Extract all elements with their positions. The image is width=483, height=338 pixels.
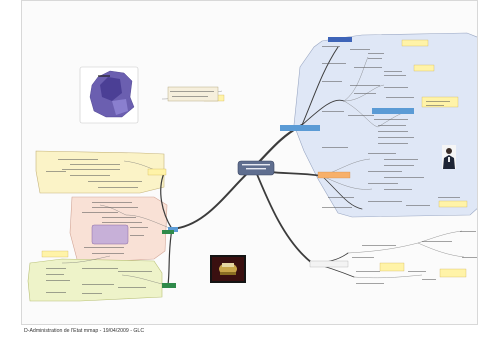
node-text-line: [46, 280, 70, 281]
node-text-line: [384, 189, 412, 190]
node-text-line: [386, 97, 414, 98]
node-text-line: [82, 268, 118, 269]
node-text-line: [354, 67, 382, 68]
node-text-line: [378, 137, 414, 138]
node-text-line: [422, 241, 452, 242]
node-text-line: [362, 245, 396, 246]
node-left-green: [162, 283, 176, 288]
node-text-line: [172, 96, 208, 97]
node-text-line: [92, 207, 138, 208]
node-text-line: [70, 164, 120, 165]
node-text-line: [102, 222, 142, 223]
node-text-line: [368, 153, 396, 154]
node-text-line: [130, 227, 148, 228]
node-text-line: [322, 46, 340, 47]
node-text-line: [88, 181, 142, 182]
node-text-line: [378, 125, 406, 126]
node-text-line: [82, 293, 102, 294]
node-text-line: [462, 257, 477, 258]
node-text-line: [322, 111, 344, 112]
node-text-line: [118, 271, 152, 272]
node-text-line: [426, 105, 444, 106]
node-text-line: [384, 75, 406, 76]
node-text-line: [406, 205, 430, 206]
node-text-line: [460, 231, 476, 232]
node-text-line: [426, 101, 450, 102]
france-regions-map-icon: [79, 66, 139, 124]
node-text-line: [378, 143, 408, 144]
node-text-line: [46, 171, 66, 172]
node-text-line: [408, 271, 426, 272]
node-text-line: [170, 91, 214, 92]
node-text-line: [368, 53, 384, 54]
node-text-line: [322, 207, 352, 208]
node-text-line: [322, 81, 342, 82]
official-portrait-icon: [442, 145, 456, 169]
node-text-line: [348, 115, 374, 116]
node-text-line: [58, 159, 98, 160]
left-top-panel: [35, 150, 165, 194]
node-text-line: [422, 279, 436, 280]
node-left-green-2: [162, 230, 174, 234]
node-text-line: [46, 268, 66, 269]
node-right-orange: [317, 171, 351, 179]
node-text-line: [98, 187, 138, 188]
node-text-line: [350, 85, 380, 86]
node-text-line: [384, 165, 414, 166]
node-text-line: [82, 284, 114, 285]
node-yellow-note-4: [438, 200, 468, 208]
highlight-purple: [91, 224, 129, 245]
node-text-line: [356, 271, 380, 272]
node-text-line: [350, 49, 370, 50]
node-text-line: [384, 159, 418, 160]
presidential-seal-icon: [210, 255, 246, 283]
node-text-line: [46, 292, 66, 293]
node-text-line: [118, 287, 146, 288]
node-top-blue: [328, 37, 352, 42]
node-text-line: [368, 58, 382, 59]
node-text-line: [368, 201, 402, 202]
note-box-tan: [167, 86, 219, 102]
node-yellow-note-8: [41, 250, 69, 258]
node-yellow-note-6: [147, 168, 167, 176]
node-text-line: [62, 169, 120, 170]
node-text-line: [384, 71, 402, 72]
node-text-line: [46, 274, 64, 275]
mindmap-canvas[interactable]: [21, 0, 478, 325]
node-text-line: [352, 257, 374, 258]
node-yellow-note-7: [379, 262, 405, 272]
image-caption: D-Administration de l'Etat mmap - 19/04/…: [24, 328, 145, 334]
node-text-line: [84, 247, 124, 248]
node-text-line: [368, 183, 398, 184]
node-text-line: [322, 63, 346, 64]
node-yellow-note-3: [421, 96, 459, 108]
node-right-main: [280, 125, 320, 131]
node-text-line: [384, 177, 424, 178]
node-bottom-gray: [309, 260, 349, 268]
node-text-line: [438, 197, 460, 198]
node-left-blue: [168, 227, 178, 232]
node-text-line: [384, 87, 408, 88]
node-text-line: [92, 253, 124, 254]
node-blue-highlight: [372, 108, 414, 114]
node-text-line: [374, 119, 408, 120]
node-yellow-note-2: [413, 64, 435, 72]
node-yellow-note-9: [439, 268, 467, 278]
node-text-line: [356, 283, 384, 284]
node-text-line: [378, 131, 408, 132]
node-text-line: [354, 93, 376, 94]
node-yellow-note-1: [401, 39, 429, 47]
node-text-line: [82, 212, 118, 213]
node-text-line: [102, 217, 136, 218]
node-text-line: [328, 197, 354, 198]
mindmap-graphics: [27, 32, 477, 302]
node-text-line: [70, 175, 110, 176]
node-text-line: [130, 235, 144, 236]
node-text-line: [368, 171, 402, 172]
node-text-line: [322, 147, 348, 148]
node-text-line: [92, 202, 132, 203]
